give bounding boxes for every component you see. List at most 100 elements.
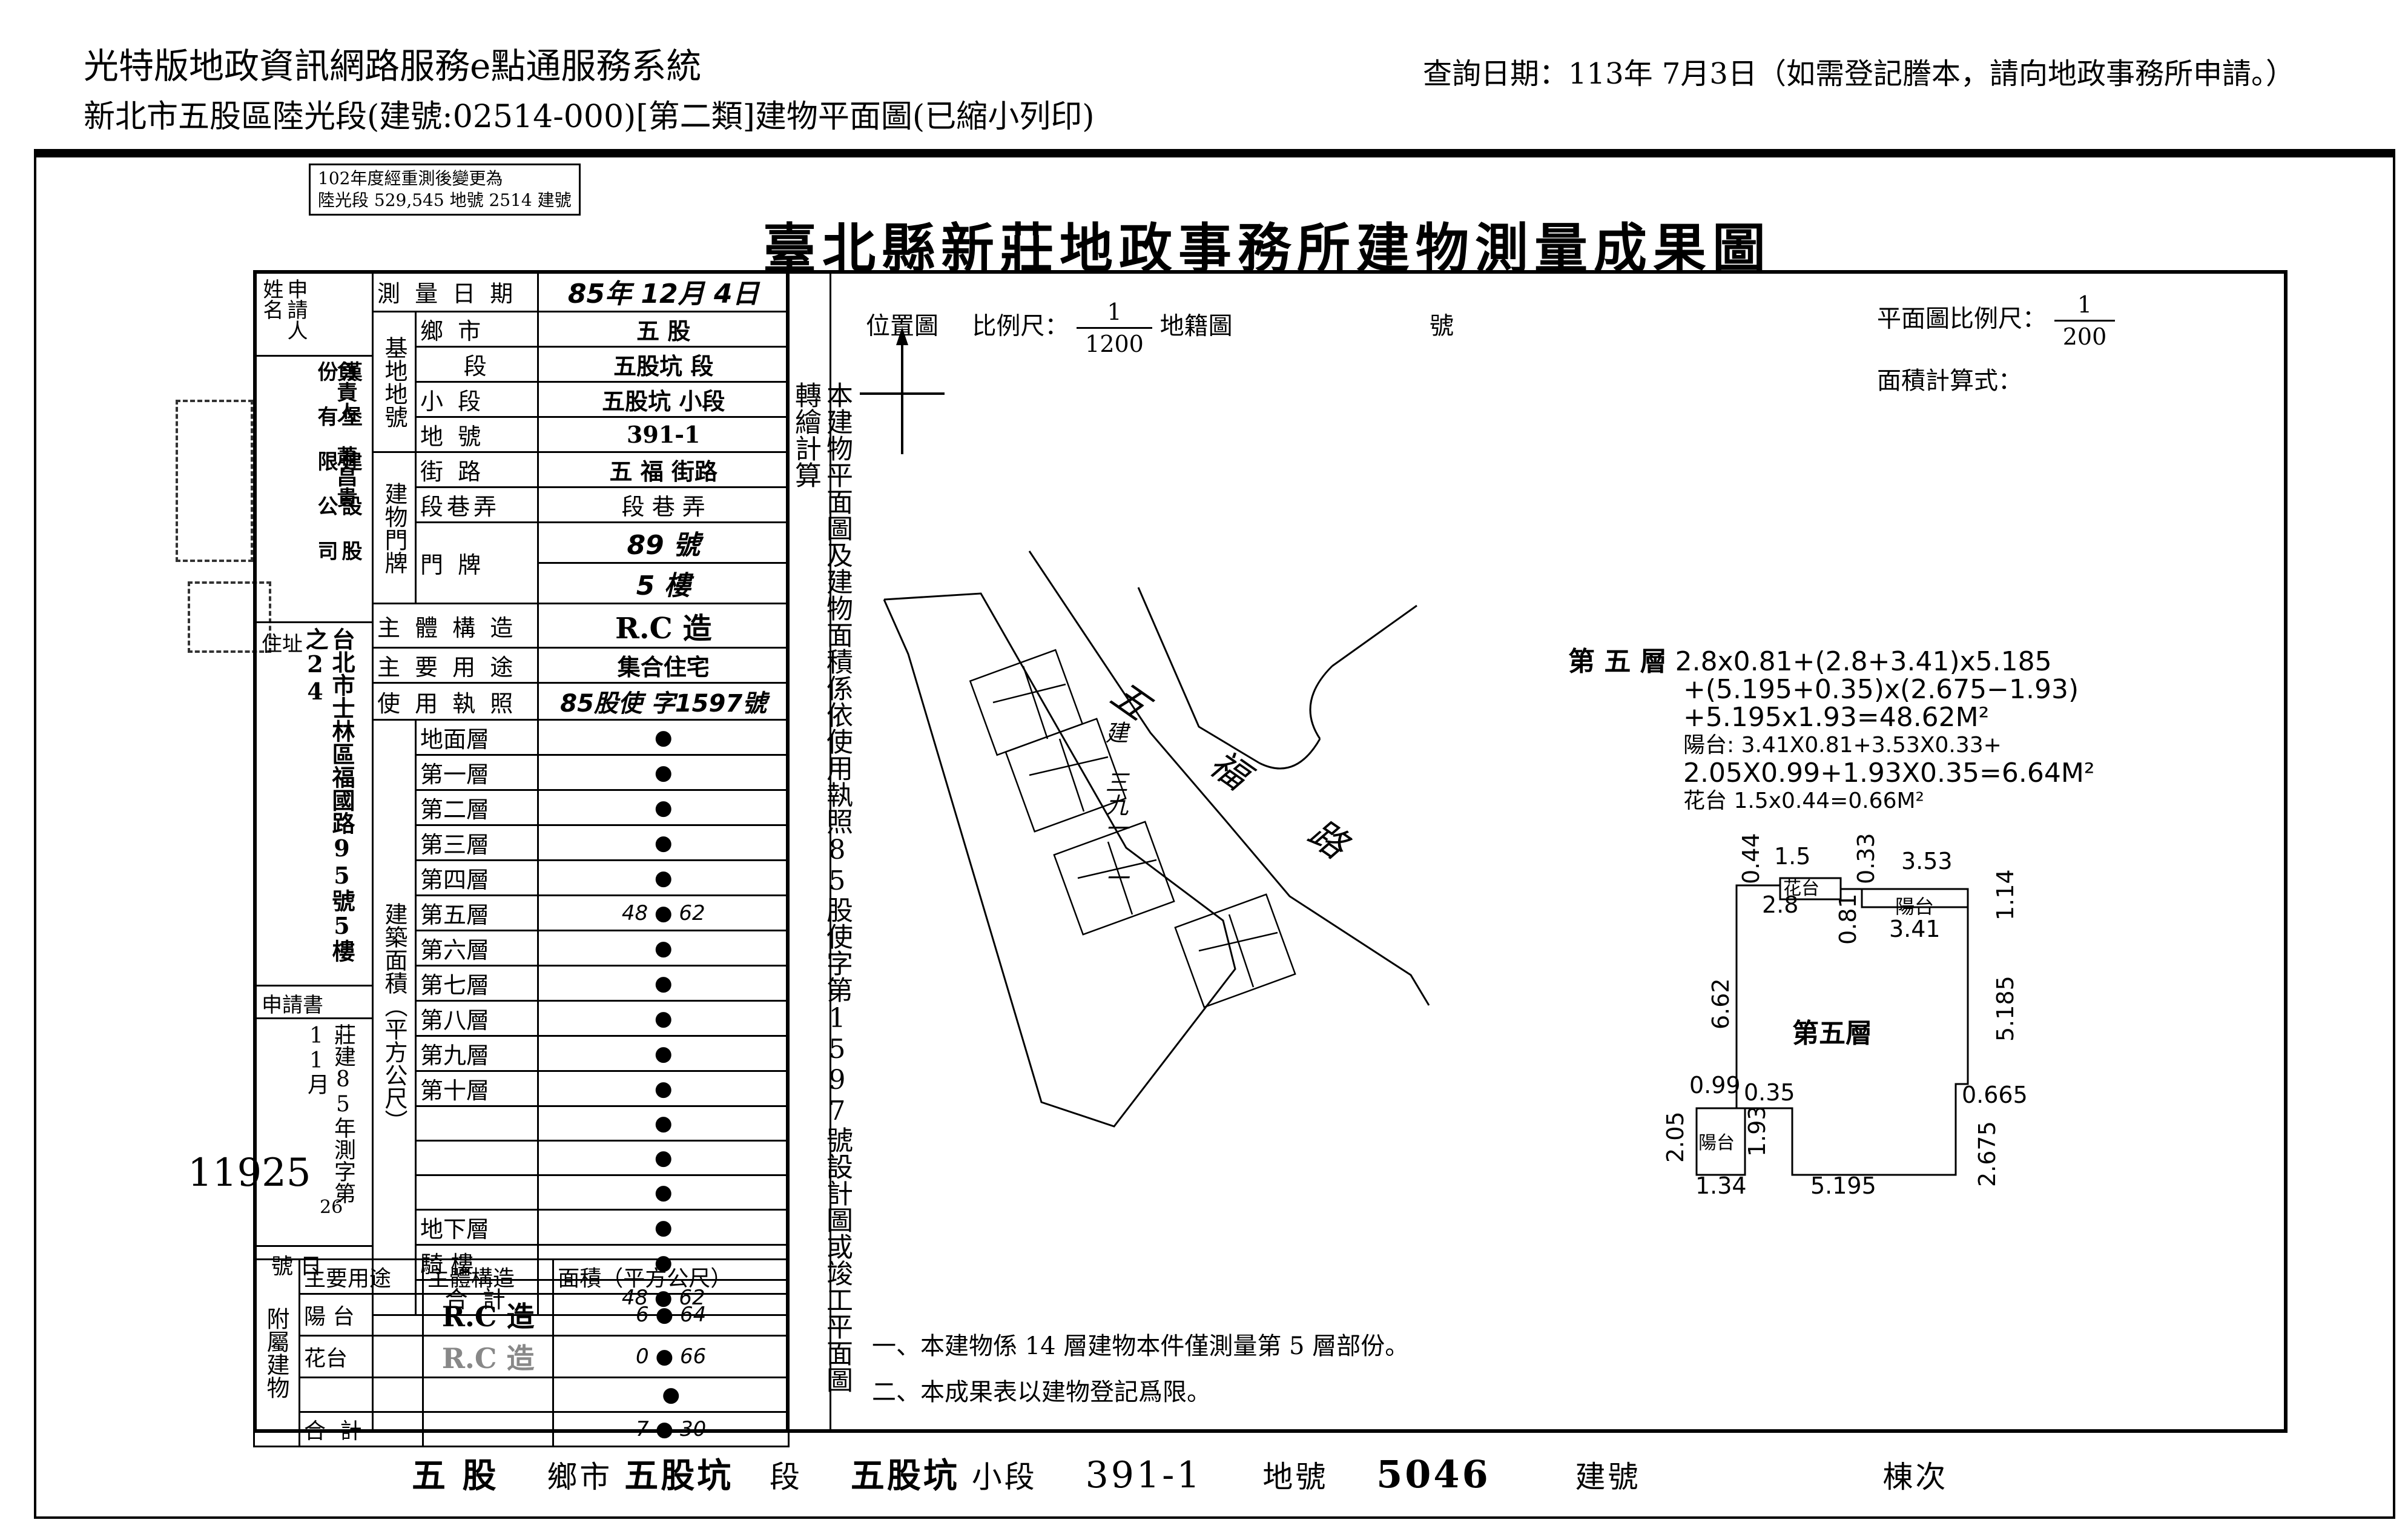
floor-name: 地面層 xyxy=(414,719,539,756)
doorplate-label: 建物門牌 xyxy=(381,481,407,574)
site-map-header: 位置圖 比例尺： 1 1200 地籍圖 號 xyxy=(866,297,1454,359)
annex-label: 附屬建物 xyxy=(263,1307,289,1399)
subsection-value: 五股坑 小段 xyxy=(537,381,790,418)
survey-date-label: 測 量 日 期 xyxy=(371,270,539,312)
floor-value: ● xyxy=(537,930,790,967)
floor-name xyxy=(414,1174,539,1211)
balcony-top-label: 陽台 xyxy=(1895,895,1935,918)
street-label: 街 路 xyxy=(414,451,539,488)
annex-area: ● xyxy=(552,1377,790,1413)
bottom-lot-label: 地號 xyxy=(1262,1459,1328,1495)
north-arrow-icon xyxy=(860,327,945,454)
formula-line: +(5.195+0.35)x(2.675−1.93) xyxy=(1683,674,2079,705)
resurvey-note-stamp: 102年度經重測後變更為 陸光段 529,545 地號 2514 建號 xyxy=(309,164,581,216)
floor-name: 第一層 xyxy=(414,754,539,791)
township-value: 五 股 xyxy=(537,311,790,348)
annex-header: 面積（平方公尺） xyxy=(552,1258,790,1295)
floor-value: ● xyxy=(537,1035,790,1072)
responsible-name: 蕭昌貴 xyxy=(333,446,357,507)
document-frame xyxy=(34,149,2395,1519)
address-label: 住址 xyxy=(262,632,303,656)
usage-value: 集合住宅 xyxy=(537,647,790,684)
annex-structure: R.C 造 xyxy=(421,1293,555,1337)
section-value: 五股坑 段 xyxy=(537,346,790,383)
note-line-2: 二、本成果表以建物登記爲限。 xyxy=(872,1378,1211,1406)
dim-label: 1.5 xyxy=(1774,843,1811,870)
floor-value: ● xyxy=(537,1000,790,1037)
area-label: 建築面積（平方公尺） xyxy=(381,902,407,1132)
floor-plan-drawing xyxy=(1695,877,1969,1176)
dim-label: 0.44 xyxy=(1738,833,1764,884)
system-title: 光特版地政資訊網路服務e點通服務系統 xyxy=(84,45,702,87)
annex-header: 主體構造 xyxy=(421,1258,555,1295)
license-value: 85股使 字1597號 xyxy=(537,682,790,721)
survey-date-value: 85年 12月 4日 xyxy=(537,270,790,312)
annex-header: 主要用途 xyxy=(299,1258,424,1295)
door-floor: 5 樓 xyxy=(537,562,790,604)
site-scale-label: 比例尺： xyxy=(972,312,1069,340)
street-value: 五 福 街路 xyxy=(537,451,790,488)
bottom-subsection-label: 小段 xyxy=(971,1459,1037,1495)
dim-label: 3.41 xyxy=(1889,916,1941,942)
annex-structure: R.C 造 xyxy=(421,1335,555,1378)
application-label: 申請書 xyxy=(262,993,323,1017)
dim-label: 6.62 xyxy=(1707,978,1734,1030)
township-label: 鄉 市 xyxy=(414,311,539,348)
planter-room-label: 花台 xyxy=(1783,878,1819,899)
floor-value: ● xyxy=(537,754,790,791)
floor-value: ● xyxy=(537,824,790,861)
lot-value: 391-1 xyxy=(537,416,790,453)
application-number: 11925 xyxy=(188,1151,311,1195)
annex-area: 6 ● 64 xyxy=(552,1293,790,1337)
floor-value: ● xyxy=(537,789,790,826)
floor-value: ● xyxy=(537,1174,790,1211)
annex-structure xyxy=(421,1411,555,1447)
bottom-location-row: 五 股 鄉市 五股坑 段 五股坑 小段 391-1 地號 5046 建號 棟次 xyxy=(412,1449,1948,1498)
door-label: 門 牌 xyxy=(414,521,539,604)
floor-name: 地下層 xyxy=(414,1209,539,1246)
floor-value: ● xyxy=(537,719,790,756)
floor-name xyxy=(414,1140,539,1176)
dim-label: 1.14 xyxy=(1992,869,2019,921)
base-label: 基地地號 xyxy=(381,335,407,428)
structure-value: R.C 造 xyxy=(537,603,790,649)
dim-label: 2.675 xyxy=(1974,1121,2001,1187)
floor-value: 48 ● 62 xyxy=(537,894,790,931)
annex-use: 陽 台 xyxy=(299,1293,424,1337)
balcony-formula-line: 2.05X0.99+1.93X0.35=6.64M² xyxy=(1683,758,2095,788)
dim-label: 1.34 xyxy=(1695,1172,1747,1199)
license-label: 使 用 執 照 xyxy=(371,682,539,721)
floor-name: 第十層 xyxy=(414,1070,539,1107)
formula-floor-label: 第 五 層 xyxy=(1568,646,1667,677)
dim-label: 0.665 xyxy=(1962,1082,2028,1108)
floor-value: ● xyxy=(537,1209,790,1246)
annex-area: 0 ● 66 xyxy=(552,1335,790,1378)
conversion-note: 本建物平面圖及建物面積係依使用執照85股使字第1597號設計圖或竣工平面圖轉繪計… xyxy=(790,382,853,1393)
survey-sheet xyxy=(253,270,2288,1433)
floor-value: ● xyxy=(537,859,790,896)
section-label: 段 xyxy=(414,346,539,383)
document-subtitle: 新北市五股區陸光段(建號:02514-000)[第二類]建物平面圖(已縮小列印) xyxy=(84,99,1095,135)
floor-name: 第六層 xyxy=(414,930,539,967)
applicant-label: 申請人姓名 xyxy=(259,279,308,340)
plan-scale: 平面圖比例尺： 1 200 xyxy=(1877,289,2116,352)
annex-area: 7 ● 30 xyxy=(552,1411,790,1447)
floor-value: ● xyxy=(537,1105,790,1142)
annex-structure xyxy=(421,1377,555,1413)
area-calc-label: 面積計算式： xyxy=(1877,367,2022,395)
lane-label: 段巷弄 xyxy=(414,486,539,523)
bottom-township: 五 股 xyxy=(412,1456,499,1496)
bottom-building-count-label: 棟次 xyxy=(1882,1459,1948,1495)
floor-name: 第四層 xyxy=(414,859,539,896)
bottom-township-label: 鄉市 xyxy=(547,1459,613,1495)
query-date: 查詢日期：113年 7月3日（如需登記謄本，請向地政事務所申請。） xyxy=(1423,57,2295,91)
application-day: 26 xyxy=(320,1197,343,1218)
dim-label: 1.93 xyxy=(1744,1105,1770,1157)
dim-label: 5.185 xyxy=(1992,976,2019,1042)
floor-value: ● xyxy=(537,1070,790,1107)
formula-line: +5.195x1.93=48.62M² xyxy=(1683,702,1990,733)
annex-use xyxy=(299,1377,424,1413)
bottom-subsection: 五股坑 xyxy=(850,1456,960,1496)
dim-label: 0.33 xyxy=(1853,833,1879,884)
